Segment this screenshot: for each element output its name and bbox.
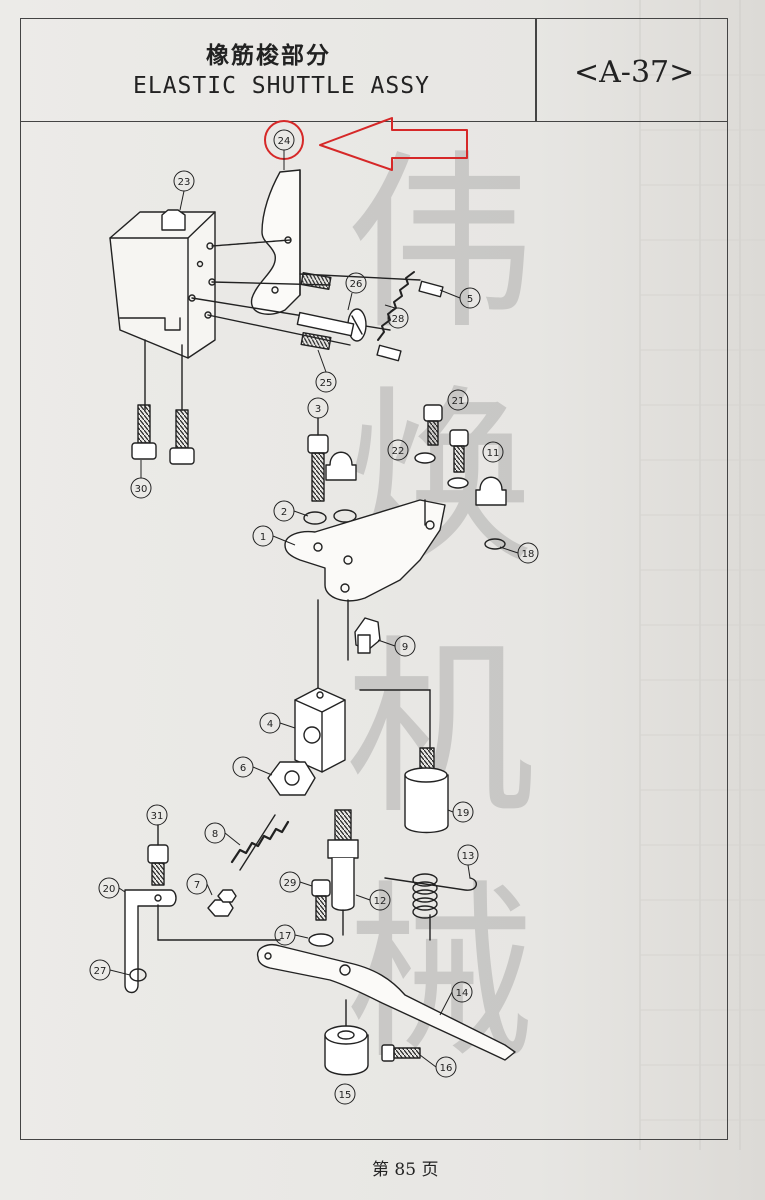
part-28-spring xyxy=(377,271,415,341)
callout-30: 30 xyxy=(135,484,148,495)
part-8-spring xyxy=(230,814,290,871)
title-box xyxy=(20,18,728,122)
callout-11: 11 xyxy=(487,448,500,459)
callout-28: 28 xyxy=(392,314,405,325)
callout-6: 6 xyxy=(240,763,246,774)
page-number: 第 85 页 xyxy=(372,1160,439,1180)
part-20-bracket xyxy=(124,889,177,994)
callout-25: 25 xyxy=(320,378,333,389)
part-26-screw xyxy=(296,308,367,342)
part-9-fitting xyxy=(354,617,381,654)
part-19-cylinder xyxy=(404,747,449,834)
section-code: <A-37> xyxy=(574,55,695,90)
callout-2: 2 xyxy=(281,507,287,518)
callout-26: 26 xyxy=(350,279,363,290)
part-3-bolt xyxy=(307,417,329,502)
part-13-spring xyxy=(384,873,477,919)
highlight-arrow xyxy=(319,117,468,171)
callout-22: 22 xyxy=(392,446,405,457)
callout-24: 24 xyxy=(278,136,291,147)
part-15-collar xyxy=(324,999,369,1076)
callout-16: 16 xyxy=(440,1063,453,1074)
callout-8: 8 xyxy=(212,829,218,840)
part-30-bolts xyxy=(131,404,195,465)
callout-17: 17 xyxy=(279,931,292,942)
callout-5: 5 xyxy=(467,294,473,305)
title-chinese: 橡筋梭部分 xyxy=(206,42,331,69)
part-12-post xyxy=(327,809,359,911)
watermark-char-1: 伟 xyxy=(345,134,536,355)
callout-23: 23 xyxy=(178,177,191,188)
callout-7: 7 xyxy=(194,880,200,891)
callout-1: 1 xyxy=(260,532,266,543)
callout-31: 31 xyxy=(151,811,164,822)
callout-3: 3 xyxy=(315,404,321,415)
part-4-block xyxy=(294,687,346,773)
part-6-nut xyxy=(267,761,316,796)
title-english: ELASTIC SHUTTLE ASSY xyxy=(133,73,430,99)
callout-13: 13 xyxy=(462,851,475,862)
callout-19: 19 xyxy=(457,808,470,819)
callout-29: 29 xyxy=(284,878,297,889)
callout-9: 9 xyxy=(402,642,408,653)
callout-4: 4 xyxy=(267,719,273,730)
part-23-block xyxy=(109,209,216,359)
callout-12: 12 xyxy=(374,896,387,907)
part-1-bracket xyxy=(284,499,446,602)
callout-21: 21 xyxy=(452,396,465,407)
callout-14: 14 xyxy=(456,988,469,999)
part-14-lever xyxy=(256,944,516,1061)
title-divider xyxy=(535,18,537,122)
callout-20: 20 xyxy=(103,884,116,895)
callout-27: 27 xyxy=(94,966,107,977)
callout-15: 15 xyxy=(339,1090,352,1101)
part-24-plate xyxy=(250,169,301,315)
callout-18: 18 xyxy=(522,549,535,560)
